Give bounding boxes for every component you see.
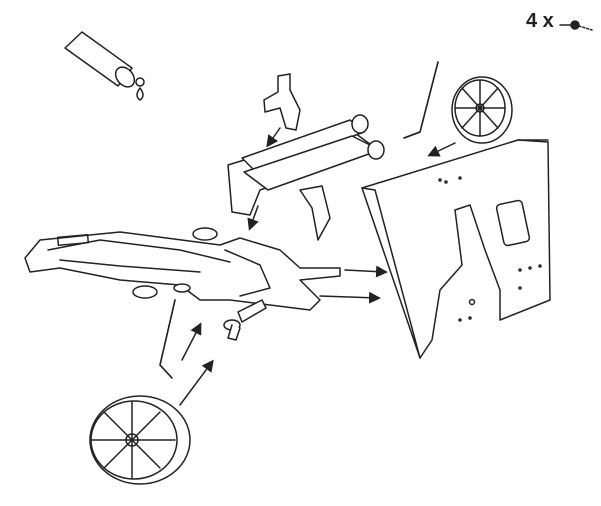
glue-tube-icon — [64, 31, 145, 101]
wheel-bottom — [89, 395, 191, 485]
axle-rod — [403, 61, 439, 139]
pin-icon — [559, 20, 593, 31]
bracket-part — [263, 73, 301, 131]
cylinder-cradle — [227, 114, 385, 241]
quantity-label: 4 x — [526, 10, 554, 32]
base-plate — [361, 139, 551, 359]
wheel-top — [451, 76, 513, 144]
chassis-frame — [24, 227, 341, 341]
assembly-arrows — [179, 127, 456, 406]
support-wire — [159, 299, 176, 379]
